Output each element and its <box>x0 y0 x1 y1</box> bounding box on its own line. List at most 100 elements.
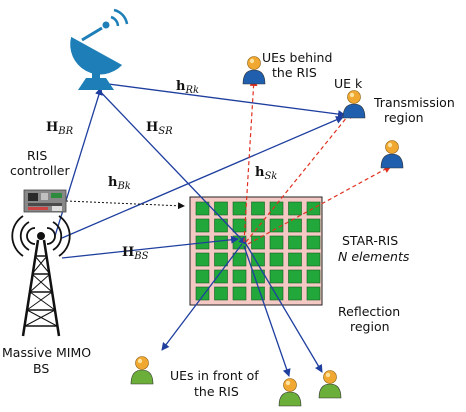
ris-element <box>214 269 228 284</box>
user-body-icon <box>242 69 266 85</box>
label-reflection-line1: Reflection <box>338 304 400 319</box>
ris-controller-icon <box>23 189 67 213</box>
label-ue-k: UE k <box>334 76 363 91</box>
ris-element <box>214 235 228 250</box>
link-bs-to-ue-k <box>61 116 344 239</box>
label-bs-line1: Massive MIMO <box>2 345 91 360</box>
dashed-link-ue-behind <box>243 78 258 243</box>
ue-front-1 <box>130 356 154 385</box>
ris-element <box>195 269 210 284</box>
ris-element <box>269 218 284 233</box>
star-ris-panel <box>189 196 323 306</box>
ris-element <box>288 252 302 267</box>
user-body-icon <box>130 369 154 385</box>
ris-element <box>306 235 321 250</box>
ue-front-3 <box>318 370 342 399</box>
links <box>54 81 346 377</box>
label-ues-behind-line1: UEs behind <box>262 50 332 65</box>
user-head-highlight <box>137 358 143 364</box>
channel-h-sr: HSR <box>146 120 173 137</box>
ris-element <box>195 218 210 233</box>
user-head-icon <box>385 140 399 154</box>
ris-element <box>306 218 321 233</box>
label-reflection-line2: region <box>350 319 390 334</box>
ris-element <box>288 235 302 250</box>
ue-behind-ris <box>242 56 266 85</box>
user-body-icon <box>380 153 404 169</box>
user-head-highlight <box>285 380 291 386</box>
dashed-links <box>243 78 392 245</box>
channel-h-br: HBR <box>46 120 74 137</box>
ris-element <box>306 269 321 284</box>
user-body-icon <box>318 383 342 399</box>
user-head-icon <box>323 370 337 384</box>
ris-element <box>288 269 302 284</box>
label-transmission-line1: Transmission <box>373 95 455 110</box>
label-ris-controller-line2: controller <box>10 163 70 178</box>
ue-front-2 <box>278 378 302 407</box>
channel-h-sk: hSk <box>255 165 277 182</box>
ris-element <box>251 235 265 250</box>
user-head-highlight <box>349 92 355 98</box>
label-ues-front-line1: UEs in front of <box>170 368 259 383</box>
label-ris-controller-line1: RIS <box>27 148 47 163</box>
ris-element <box>195 201 210 216</box>
user-head-icon <box>135 356 149 370</box>
ris-element <box>251 201 265 216</box>
ris-element <box>306 201 321 216</box>
channel-h-bk: hBk <box>108 175 131 192</box>
ris-element <box>232 218 247 233</box>
dashed-link-transmission-ue <box>247 165 392 245</box>
label-ues-behind-line2: the RIS <box>272 65 317 80</box>
user-head-highlight <box>249 58 255 64</box>
ris-element <box>195 252 210 267</box>
ris-element <box>232 286 247 301</box>
link-satellite-to-ris <box>92 83 247 245</box>
ris-element <box>214 218 228 233</box>
channel-h-bs: HBS <box>122 245 149 262</box>
satellite-dish-icon <box>70 8 129 90</box>
label-bs-line2: BS <box>33 361 49 376</box>
ris-element <box>269 201 284 216</box>
user-body-icon <box>342 103 366 119</box>
label-ues-front-line2: the RIS <box>194 384 239 399</box>
ris-element <box>232 201 247 216</box>
link-bs-to-satellite <box>54 87 103 237</box>
link-ris-to-ue-front-3 <box>245 243 323 373</box>
ue-transmission-region <box>380 140 404 169</box>
ris-element <box>232 252 247 267</box>
ris-element <box>269 269 284 284</box>
controller-link <box>65 200 185 210</box>
link-ris-to-ue-front-2 <box>243 245 291 377</box>
label-star-ris-line2: N elements <box>338 249 410 264</box>
label-transmission-line2: region <box>384 110 424 125</box>
user-head-icon <box>247 56 261 70</box>
ris-element <box>288 286 302 301</box>
label-star-ris-line1: STAR-RIS <box>342 233 398 248</box>
link-ris-to-ue-front-1 <box>161 243 243 351</box>
ris-element <box>214 286 228 301</box>
ue-k <box>342 90 366 119</box>
user-body-icon <box>278 391 302 407</box>
ris-element <box>232 269 247 284</box>
ris-element <box>288 218 302 233</box>
user-head-highlight <box>387 142 393 148</box>
user-head-icon <box>347 90 361 104</box>
channel-h-rk: hRk <box>176 79 199 96</box>
ris-element <box>306 252 321 267</box>
ris-element <box>269 235 284 250</box>
ris-element <box>214 201 228 216</box>
ris-element <box>306 286 321 301</box>
ris-element <box>288 201 302 216</box>
ris-element <box>269 252 284 267</box>
link-bs-to-ris <box>61 235 239 259</box>
dashed-link-ue-k <box>245 110 353 243</box>
user-head-highlight <box>325 372 331 378</box>
ris-element <box>251 218 265 233</box>
ris-element <box>251 252 265 267</box>
bs-tower-icon <box>11 215 71 337</box>
user-head-icon <box>283 378 297 392</box>
ris-element <box>214 252 228 267</box>
ris-element <box>251 269 265 284</box>
